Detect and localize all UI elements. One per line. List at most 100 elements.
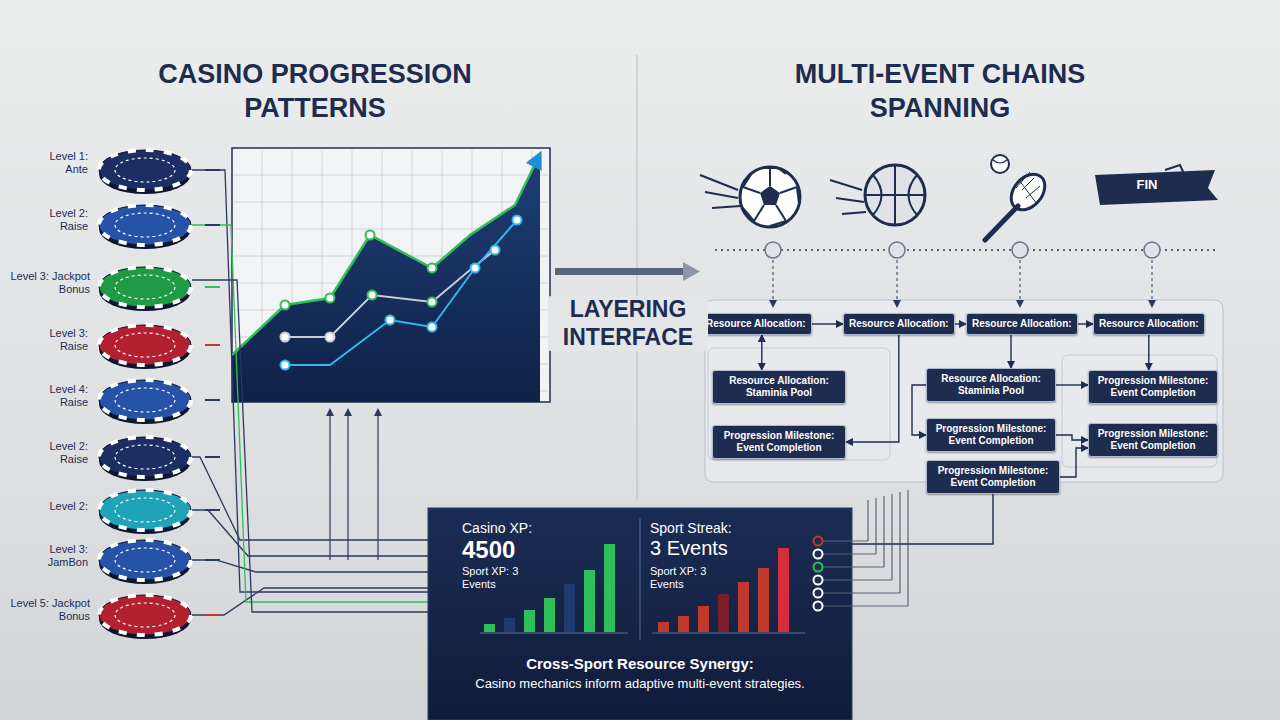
bar — [658, 622, 669, 632]
progression-chart — [232, 148, 550, 560]
chart-frame — [232, 148, 550, 402]
bar-axis — [652, 633, 805, 634]
port-wire — [822, 579, 892, 580]
port-dot — [814, 563, 823, 572]
grid-line — [234, 202, 548, 203]
timeline — [715, 242, 1215, 306]
cyan-line — [285, 220, 517, 365]
bar — [778, 548, 789, 632]
connector — [761, 335, 762, 370]
xp-panel — [428, 490, 908, 720]
chip-notches — [99, 150, 191, 190]
bar-chart — [484, 544, 789, 632]
chart-area — [232, 152, 540, 402]
chip-inner — [115, 445, 175, 469]
box-text: Resource Allocation: — [706, 318, 806, 330]
tick-mark — [205, 456, 220, 458]
chip-inner — [115, 333, 175, 357]
up-arrow — [329, 410, 330, 560]
up-arrow — [347, 410, 348, 560]
finish-banner — [1095, 165, 1218, 205]
chip — [99, 540, 191, 580]
wire — [192, 225, 428, 602]
chip-label: Level 4: Raise — [10, 383, 88, 408]
tick-mark — [205, 559, 220, 561]
chip-label: Level 3: Raise — [10, 327, 88, 352]
chart-dots — [281, 216, 522, 370]
chip-notches — [99, 437, 191, 477]
banner-text: FIN — [1122, 178, 1172, 193]
panel-ports — [814, 490, 909, 611]
port-wire — [822, 553, 876, 554]
tick-mark — [205, 399, 220, 401]
chip-label: Level 3: Jackpot Bonus — [4, 270, 90, 295]
sport-icons — [700, 155, 1218, 240]
chip — [99, 325, 191, 365]
panel-text: Casino XP: — [462, 520, 642, 537]
panel-text: Sport XP: 3 Events — [650, 565, 712, 591]
bar — [698, 606, 709, 632]
bar — [484, 624, 495, 632]
soccer-ball — [700, 167, 800, 227]
interface-arrow — [555, 262, 700, 281]
box-text: Resource Allocation: — [972, 318, 1072, 330]
port-wire — [899, 492, 900, 593]
connector — [1148, 335, 1149, 370]
group-outline — [708, 348, 890, 460]
process-box: Progression Milestone: Event Completion — [1088, 370, 1218, 404]
tennis-racket — [985, 155, 1052, 240]
chip — [99, 595, 191, 635]
bar — [544, 598, 555, 632]
arrow-shaft — [555, 268, 685, 275]
tick-mark — [205, 224, 220, 226]
chip — [99, 490, 191, 530]
process-box: Progression Milestone: Event Completion — [712, 425, 846, 459]
chip-ticks — [205, 170, 220, 615]
process-box: Resource Allocation: — [1093, 313, 1205, 335]
panel-text: 4500 — [462, 536, 642, 565]
heading: MULTI-EVENT CHAINS SPANNING — [770, 58, 1110, 126]
bar — [738, 582, 749, 632]
chip-inner — [115, 548, 175, 572]
chip-notches — [99, 380, 191, 420]
connector — [1056, 384, 1088, 385]
chip-label: Level 2: Raise — [10, 440, 88, 465]
tick-mark — [205, 344, 220, 346]
port-wire — [822, 605, 908, 606]
panel-text: Sport XP: 3 Events — [462, 565, 524, 591]
bar — [678, 616, 689, 632]
wire — [192, 457, 428, 540]
bar — [584, 570, 595, 632]
group-outline — [1062, 355, 1217, 467]
box-text: Progression Milestone: Event Completion — [718, 430, 840, 454]
up-arrow — [377, 410, 378, 560]
port-dot — [814, 576, 823, 585]
basketball — [830, 165, 925, 225]
bar — [604, 544, 615, 632]
connector — [812, 323, 843, 324]
box-text: Resource Allocation: — [1099, 318, 1199, 330]
chip-inner — [115, 603, 175, 627]
process-box: Resource Allocation: — [966, 313, 1078, 335]
xp-panel-box: Casino XP:4500Sport XP: 3 EventsSport St… — [428, 508, 852, 720]
chip-label: Level 2: Raise — [10, 207, 88, 232]
chip-inner — [115, 388, 175, 412]
process-box: Resource Allocation: — [700, 313, 812, 335]
connector — [1056, 435, 1088, 440]
arrow-head — [683, 262, 700, 281]
grey-line — [285, 250, 495, 337]
grid-line — [234, 175, 548, 176]
chip — [99, 205, 191, 245]
connector — [955, 323, 966, 324]
connector — [1078, 323, 1093, 324]
box-text: Resource Allocation: — [849, 318, 949, 330]
box-text: Progression Milestone: Event Completion — [1094, 375, 1212, 399]
chip-notches — [99, 595, 191, 635]
chip-inner — [115, 158, 175, 182]
bar — [524, 610, 535, 632]
panel-text: Casino mechanics inform adaptive multi-e… — [438, 676, 842, 692]
panel-ground — [428, 508, 852, 720]
bar — [758, 568, 769, 632]
